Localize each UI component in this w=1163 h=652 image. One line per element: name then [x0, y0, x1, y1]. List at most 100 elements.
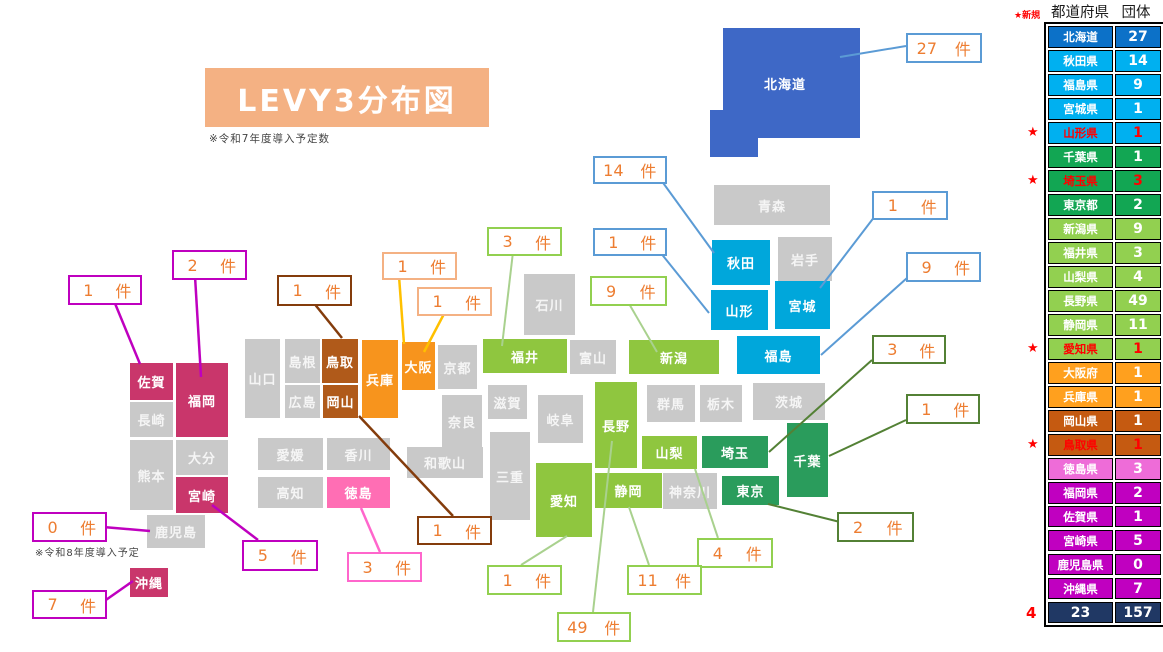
callout-value: 9 [921, 257, 932, 277]
prefecture-tile: 愛媛 [258, 438, 323, 470]
prefecture-tile: 佐賀 [130, 363, 173, 400]
count-cell: 14 [1115, 49, 1161, 72]
prefecture-tile: 秋田 [712, 240, 770, 285]
title-footnote: ※令和7年度導入予定数 [209, 133, 330, 145]
count-cell: 0 [1115, 553, 1161, 576]
prefecture-tile: 山口 [245, 339, 280, 418]
callout-unit: 件 [535, 572, 552, 591]
prefecture-tile: 三重 [490, 432, 530, 520]
new-star-icon: ★ [1027, 341, 1039, 356]
prefecture-tile: 兵庫 [362, 340, 398, 418]
prefecture-cell: 岡山県 [1048, 409, 1113, 432]
callout-unit: 件 [395, 559, 412, 578]
prefecture-cell: 東京都 [1048, 193, 1113, 216]
count-cell: 4 [1115, 265, 1161, 288]
callout-value: 1 [397, 256, 408, 276]
callout-unit: 件 [465, 522, 482, 542]
prefecture-tile: 岩手 [778, 237, 832, 281]
prefecture-cell: 沖縄県 [1048, 577, 1113, 600]
prefecture-tile: 大分 [176, 440, 228, 475]
callout-value: 1 [921, 399, 932, 419]
kagoshima-footnote: ※令和8年度導入予定 [35, 548, 140, 559]
count-cell: 1 [1115, 145, 1161, 168]
count-cell: 7 [1115, 577, 1161, 600]
callout-value: 3 [887, 340, 898, 359]
prefecture-cell: 福井県 [1048, 241, 1113, 264]
prefecture-tile-label: 北海道 [763, 78, 806, 93]
callout-value: 1 [432, 521, 443, 540]
prefecture-cell: 23 [1048, 601, 1113, 624]
callout-unit: 件 [954, 40, 971, 59]
count-cell: 2 [1115, 193, 1161, 216]
count-cell: 1 [1115, 337, 1161, 360]
count-cell: 1 [1115, 409, 1161, 432]
callout-value: 1 [887, 196, 898, 215]
callout-unit: 件 [745, 545, 762, 564]
callout-value: 49 [567, 617, 588, 637]
callout-line [397, 275, 406, 345]
count-cell: 3 [1115, 457, 1161, 480]
callout-unit: 件 [80, 596, 97, 616]
prefecture-cell: 鳥取県 [1048, 433, 1113, 456]
callout-line [520, 535, 568, 566]
prefecture-tile: 高知 [258, 477, 323, 508]
prefecture-tile: 岡山 [323, 385, 358, 418]
callout-unit: 件 [639, 283, 656, 302]
prefecture-tile: 群馬 [647, 385, 695, 422]
callout-unit: 件 [919, 341, 936, 361]
count-cell: 157 [1115, 601, 1161, 624]
prefecture-tile: 富山 [570, 340, 616, 374]
prefecture-tile: 京都 [438, 345, 477, 389]
table-header: 都道府県 団体 [1046, 1, 1158, 22]
prefecture-tile: 茨城 [753, 383, 825, 420]
prefecture-tile: 香川 [327, 438, 390, 470]
count-cell: 3 [1115, 169, 1161, 192]
callout-value: 3 [502, 232, 513, 251]
prefecture-cell: 宮崎県 [1048, 529, 1113, 552]
prefecture-tile: 東京 [722, 476, 779, 505]
prefecture-cell: 宮城県 [1048, 97, 1113, 120]
prefecture-tile: 愛知 [536, 463, 592, 537]
prefecture-cell: 福岡県 [1048, 481, 1113, 504]
count-cell: 3 [1115, 241, 1161, 264]
prefecture-tile: 奈良 [442, 395, 482, 448]
callout-value: 1 [83, 280, 94, 300]
prefecture-cell: 佐賀県 [1048, 505, 1113, 528]
callout-value: 2 [187, 255, 198, 275]
callout-line [660, 179, 715, 254]
prefecture-cell: 山形県 [1048, 121, 1113, 144]
prefecture-tile: 福井 [483, 339, 567, 373]
count-cell: 1 [1115, 121, 1161, 144]
prefecture-cell: 北海道 [1048, 26, 1113, 48]
callout-value: 7 [47, 595, 58, 614]
callout-value: 1 [292, 281, 303, 300]
new-star-icon: ★ [1027, 125, 1039, 140]
callout-line [112, 300, 142, 365]
prefecture-tile: 長野 [595, 382, 637, 468]
prefecture-tile: 青森 [714, 185, 830, 225]
callout-value: 1 [432, 292, 443, 311]
prefecture-tile: 徳島 [327, 477, 390, 508]
callout-value: 14 [603, 160, 624, 180]
